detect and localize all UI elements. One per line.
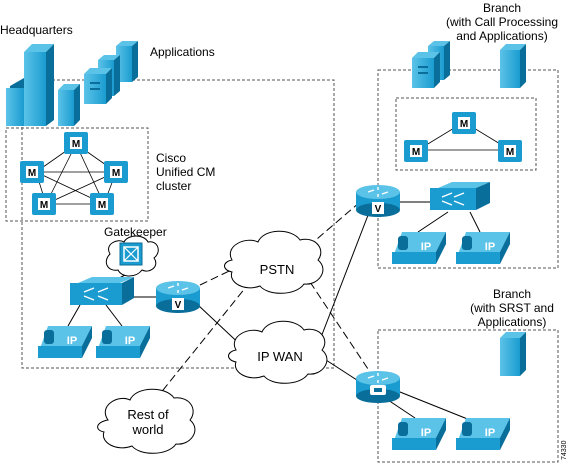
voice-router-badge: V — [175, 300, 182, 311]
call-manager-badge: M — [40, 200, 48, 211]
hq-switch-icon — [70, 277, 134, 305]
branch1-voice-router-icon: V — [356, 185, 400, 217]
branch1-switch-to-phone2-link — [469, 211, 481, 233]
ip-phone-badge: IP — [485, 427, 495, 439]
branch2-router-to-phone2-link — [394, 389, 476, 423]
branch1-label-line1: Branch — [483, 1, 521, 15]
voice-router-badge: V — [375, 204, 382, 215]
cluster-label-line1: Cisco — [156, 151, 186, 165]
branch2-label-line3: Applications) — [478, 315, 547, 329]
cluster-label-line2: Unified CM — [156, 165, 215, 179]
branch1-label-line2: (with Call Processing — [446, 15, 558, 29]
call-manager-badge: M — [28, 168, 36, 179]
branch1-switch-to-phone1-link — [417, 211, 449, 233]
branch1-label-line3: and Applications) — [456, 29, 547, 43]
call-manager-icon: M — [452, 112, 476, 134]
headquarters-label: Headquarters — [0, 23, 73, 37]
headquarters-building-icon — [6, 44, 80, 126]
gatekeeper-label: Gatekeeper — [104, 225, 167, 239]
call-manager-badge: M — [98, 200, 106, 211]
call-manager-icon: M — [404, 140, 428, 162]
branch1-router-to-pstn-link — [309, 201, 361, 246]
cluster-boundary — [5, 127, 149, 222]
call-manager-icon: M — [90, 193, 114, 215]
call-manager-icon: M — [20, 161, 44, 183]
figure-id: 74330 — [561, 440, 568, 460]
pstn-cloud — [224, 230, 324, 294]
hq-switch-to-phone2-link — [105, 304, 123, 327]
rest-of-world-cloud — [97, 388, 196, 454]
branch1-building-icon — [500, 44, 526, 88]
ipwan-to-branch2-router-link — [325, 359, 361, 383]
ip-phone-badge: IP — [421, 427, 431, 439]
cluster-label-line3: cluster — [156, 179, 191, 193]
branch1-switch-icon — [430, 182, 490, 210]
ip-phone-icon: IP — [456, 232, 510, 264]
call-manager-icon: M — [104, 161, 128, 183]
call-manager-badge: M — [506, 147, 514, 158]
hq-site-boundary — [21, 79, 335, 369]
hq-switch-to-phone1-link — [67, 304, 81, 327]
hq-router-to-pstn-link — [199, 261, 249, 286]
ip-phone-icon: IP — [96, 326, 150, 358]
call-manager-badge: M — [112, 168, 120, 179]
ip-phone-badge: IP — [421, 241, 431, 253]
branch1-site-boundary — [377, 69, 559, 269]
ip-phone-icon: IP — [38, 326, 92, 358]
ip-phone-badge: IP — [125, 335, 135, 347]
rest-of-world-label-line2: world — [131, 422, 163, 437]
branch1-router-to-ipwan-link — [317, 209, 371, 346]
application-servers-icon — [84, 41, 138, 104]
ip-phone-icon: IP — [392, 418, 446, 450]
call-manager-icon: M — [64, 132, 88, 154]
branch2-srst-router-icon — [356, 371, 400, 403]
call-manager-badge: M — [460, 119, 468, 130]
applications-label: Applications — [150, 45, 215, 59]
branch2-label-line2: (with SRST and — [470, 301, 554, 315]
pstn-label: PSTN — [260, 262, 295, 277]
branch2-building-icon — [500, 332, 526, 376]
ip-wan-label: IP WAN — [257, 349, 303, 364]
branch2-label-line1: Branch — [493, 287, 531, 301]
ip-phone-icon: IP — [456, 418, 510, 450]
call-manager-icon: M — [32, 193, 56, 215]
call-manager-badge: M — [412, 147, 420, 158]
pstn-to-branch2-router-link — [309, 281, 371, 373]
rest-of-world-label-line1: Rest of — [127, 407, 169, 422]
gatekeeper-icon — [119, 242, 143, 266]
call-manager-icon: M — [498, 140, 522, 162]
ip-phone-icon: IP — [392, 232, 446, 264]
ip-phone-badge: IP — [485, 241, 495, 253]
call-manager-badge: M — [72, 139, 80, 150]
rest-of-world-to-pstn-link — [154, 281, 251, 401]
branch1-application-servers-icon — [412, 41, 450, 88]
branch1-cluster-boundary — [395, 97, 537, 171]
ip-phone-badge: IP — [67, 335, 77, 347]
hq-voice-router-icon: V — [156, 281, 200, 313]
ip-wan-cloud — [228, 320, 328, 384]
